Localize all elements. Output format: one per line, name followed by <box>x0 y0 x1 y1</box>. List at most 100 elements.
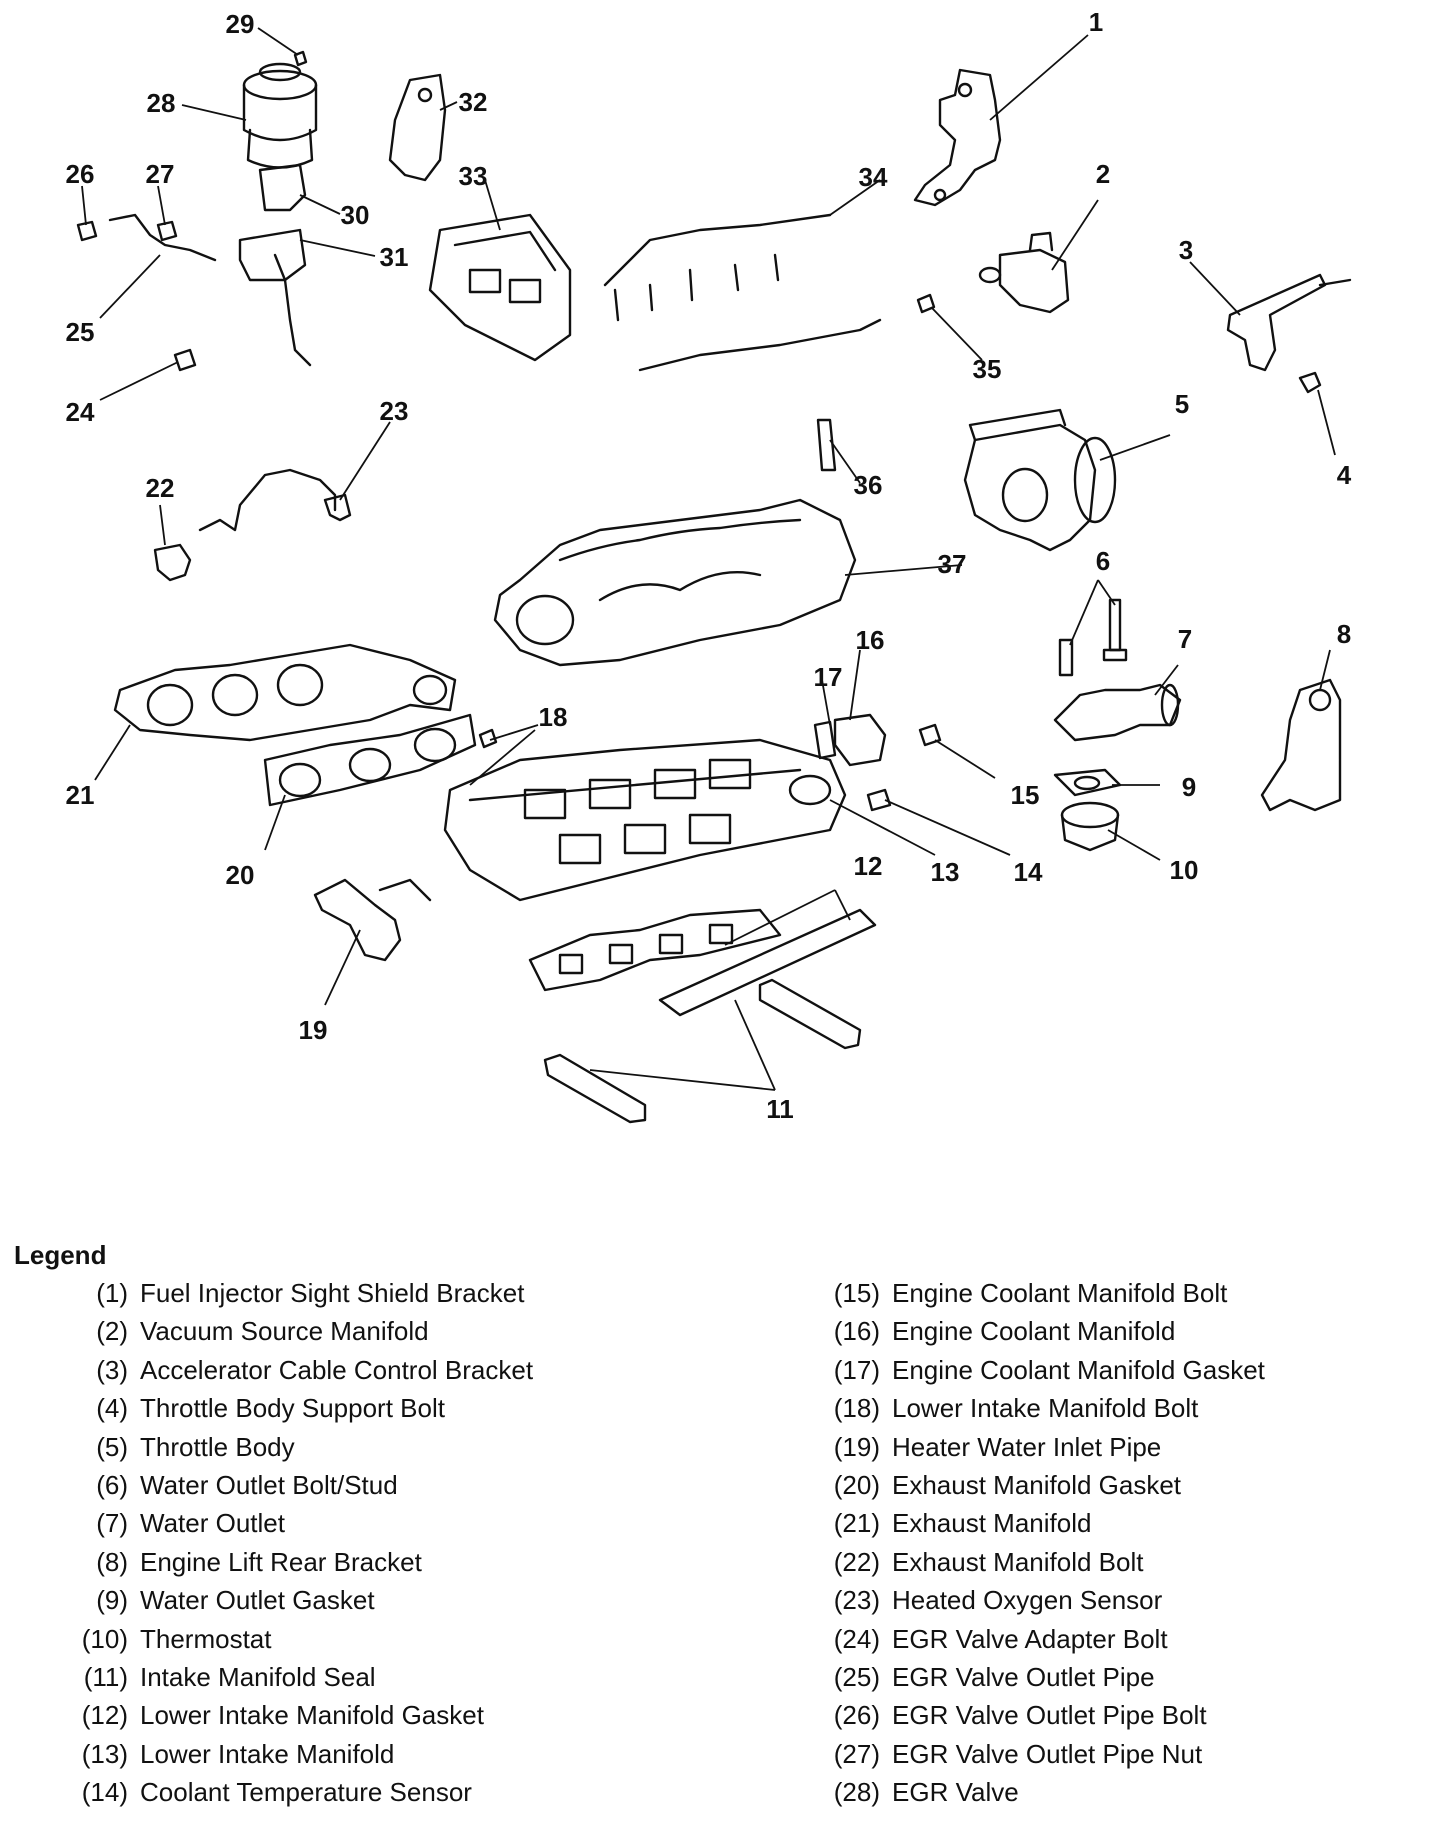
legend-item-label: Heated Oxygen Sensor <box>892 1585 1163 1616</box>
legend-item-number: (20) <box>833 1469 880 1500</box>
legend-left-column: (1) Fuel Injector Sight Shield Bracket (2)… <box>60 1274 780 1811</box>
legend-item-label: Vacuum Source Manifold <box>140 1316 429 1347</box>
fuel-rail-bolt <box>916 293 936 314</box>
legend-item: (26)EGR Valve Outlet Pipe Bolt <box>812 1696 1452 1734</box>
legend-item-number: (13) <box>81 1738 128 1769</box>
egr-valve <box>242 62 318 169</box>
legend-item-label: Throttle Body <box>140 1431 295 1462</box>
legend-item-number: (19) <box>833 1431 880 1462</box>
fuel-rail <box>603 213 882 372</box>
callout-19: 19 <box>299 1015 328 1045</box>
egr-valve-outlet-pipe <box>108 213 312 367</box>
legend-item-label: Accelerator Cable Control Bracket <box>140 1354 534 1385</box>
callout-26: 26 <box>66 159 95 189</box>
legend-item: (1) Fuel Injector Sight Shield Bracket <box>60 1274 780 1312</box>
ignition-module <box>428 213 572 362</box>
legend-item: (27)EGR Valve Outlet Pipe Nut <box>812 1735 1452 1773</box>
legend-item-label: Engine Coolant Manifold Gasket <box>892 1354 1265 1385</box>
vacuum-source-manifold <box>978 231 1070 314</box>
legend-item: (6) Water Outlet Bolt/Stud <box>60 1466 780 1504</box>
callout-24: 24 <box>66 397 95 427</box>
heated-oxygen-sensor <box>198 468 352 532</box>
legend-item: (28) EGR Valve <box>812 1773 1452 1811</box>
callout-20: 20 <box>226 860 255 890</box>
legend-item-label: EGR Valve Adapter Bolt <box>892 1623 1168 1654</box>
legend-item-label: Lower Intake Manifold <box>140 1738 395 1769</box>
legend-item-number: (6) <box>96 1469 128 1500</box>
legend-item: (13) Lower Intake Manifold <box>60 1735 780 1773</box>
legend-item: (25)EGR Valve Outlet Pipe <box>812 1658 1452 1696</box>
legend-item-number: (2) <box>96 1316 128 1347</box>
callout-34: 34 <box>859 162 888 192</box>
fuel-injector-sight-shield-bracket <box>913 68 1002 207</box>
legend-item-label: Intake Manifold Seal <box>140 1661 376 1692</box>
callout-14: 14 <box>1014 857 1043 887</box>
leader-lines <box>81 27 1336 1091</box>
legend-item: (16)Engine Coolant Manifold <box>812 1312 1452 1350</box>
egr-valve-outlet-pipe-nut <box>156 220 178 242</box>
callout-11: 11 <box>766 1094 794 1124</box>
lower-intake-manifold-gasket <box>528 908 877 1017</box>
egr-valve-outlet-pipe-bolt <box>76 220 98 242</box>
legend-item-number: (9) <box>96 1585 128 1616</box>
legend-item-number: (25) <box>833 1661 880 1692</box>
callout-28: 28 <box>147 88 176 118</box>
lower-intake-manifold <box>443 738 847 902</box>
legend-item-number: (5) <box>96 1431 128 1462</box>
legend-item-label: Water Outlet Bolt/Stud <box>140 1469 398 1500</box>
water-outlet-bolt-stud <box>1058 598 1128 677</box>
legend-item: (3)Accelerator Cable Control Bracket <box>60 1351 780 1389</box>
legend-item-label: Lower Intake Manifold Bolt <box>892 1393 1199 1424</box>
callout-37: 37 <box>938 549 967 579</box>
upper-intake-manifold-bolt <box>816 418 837 472</box>
legend-item-number: (11) <box>83 1661 128 1692</box>
legend-item-number: (17) <box>833 1354 880 1385</box>
legend-item: (5) Throttle Body <box>60 1428 780 1466</box>
legend-item-label: EGR Valve Outlet Pipe Bolt <box>892 1700 1207 1731</box>
callout-9: 9 <box>1182 772 1196 802</box>
legend-item-label: Engine Lift Rear Bracket <box>140 1546 422 1577</box>
callout-31: 31 <box>380 242 409 272</box>
bracket-32 <box>388 73 447 182</box>
callout-8: 8 <box>1337 619 1351 649</box>
callout-10: 10 <box>1170 855 1199 885</box>
legend-item: (14)Coolant Temperature Sensor <box>60 1773 780 1811</box>
coolant-temperature-sensor <box>866 788 892 812</box>
legend-item-label: EGR Valve <box>892 1777 1019 1808</box>
legend-item-label: Water Outlet Gasket <box>140 1585 375 1616</box>
legend-item-number: (21) <box>833 1508 880 1539</box>
callout-36: 36 <box>854 470 883 500</box>
legend-item-label: Exhaust Manifold Bolt <box>892 1546 1144 1577</box>
legend-item-label: Water Outlet <box>140 1508 285 1539</box>
legend-item-number: (24) <box>833 1623 880 1654</box>
legend-item-number: (1) <box>96 1278 128 1308</box>
egr-valve-bolt <box>293 50 308 67</box>
legend-item: (23) Heated Oxygen Sensor <box>812 1581 1452 1619</box>
legend-item-label: Exhaust Manifold <box>892 1508 1092 1539</box>
legend-item: (10)Thermostat <box>60 1620 780 1658</box>
legend-item-label: EGR Valve Outlet Pipe Nut <box>892 1738 1203 1769</box>
engine-coolant-manifold-gasket <box>813 720 837 760</box>
callout-22: 22 <box>146 473 175 503</box>
callout-12: 12 <box>854 851 883 881</box>
upper-intake-manifold <box>493 498 857 667</box>
callout-18: 18 <box>539 702 568 732</box>
legend-item: (8)Engine Lift Rear Bracket <box>60 1543 780 1581</box>
callout-13: 13 <box>931 857 960 887</box>
callout-27: 27 <box>146 159 175 189</box>
callout-32: 32 <box>459 87 488 117</box>
engine-coolant-manifold-bolt <box>918 723 942 747</box>
callout-7: 7 <box>1178 624 1192 654</box>
accelerator-cable-control-bracket <box>1226 273 1352 372</box>
legend-item-number: (23) <box>833 1585 880 1616</box>
legend-item-label: Fuel Injector Sight Shield Bracket <box>140 1278 525 1308</box>
legend-item: (21) Exhaust Manifold <box>812 1504 1452 1542</box>
callout-1: 1 <box>1089 7 1103 37</box>
callout-2: 2 <box>1096 159 1110 189</box>
water-outlet-gasket <box>1053 768 1122 797</box>
legend-item-number: (28) <box>833 1777 880 1808</box>
callout-5: 5 <box>1175 389 1189 419</box>
legend-item: (24) EGR Valve Adapter Bolt <box>812 1620 1452 1658</box>
engine-coolant-manifold <box>833 713 887 767</box>
legend-item: (11) Intake Manifold Seal <box>60 1658 780 1696</box>
